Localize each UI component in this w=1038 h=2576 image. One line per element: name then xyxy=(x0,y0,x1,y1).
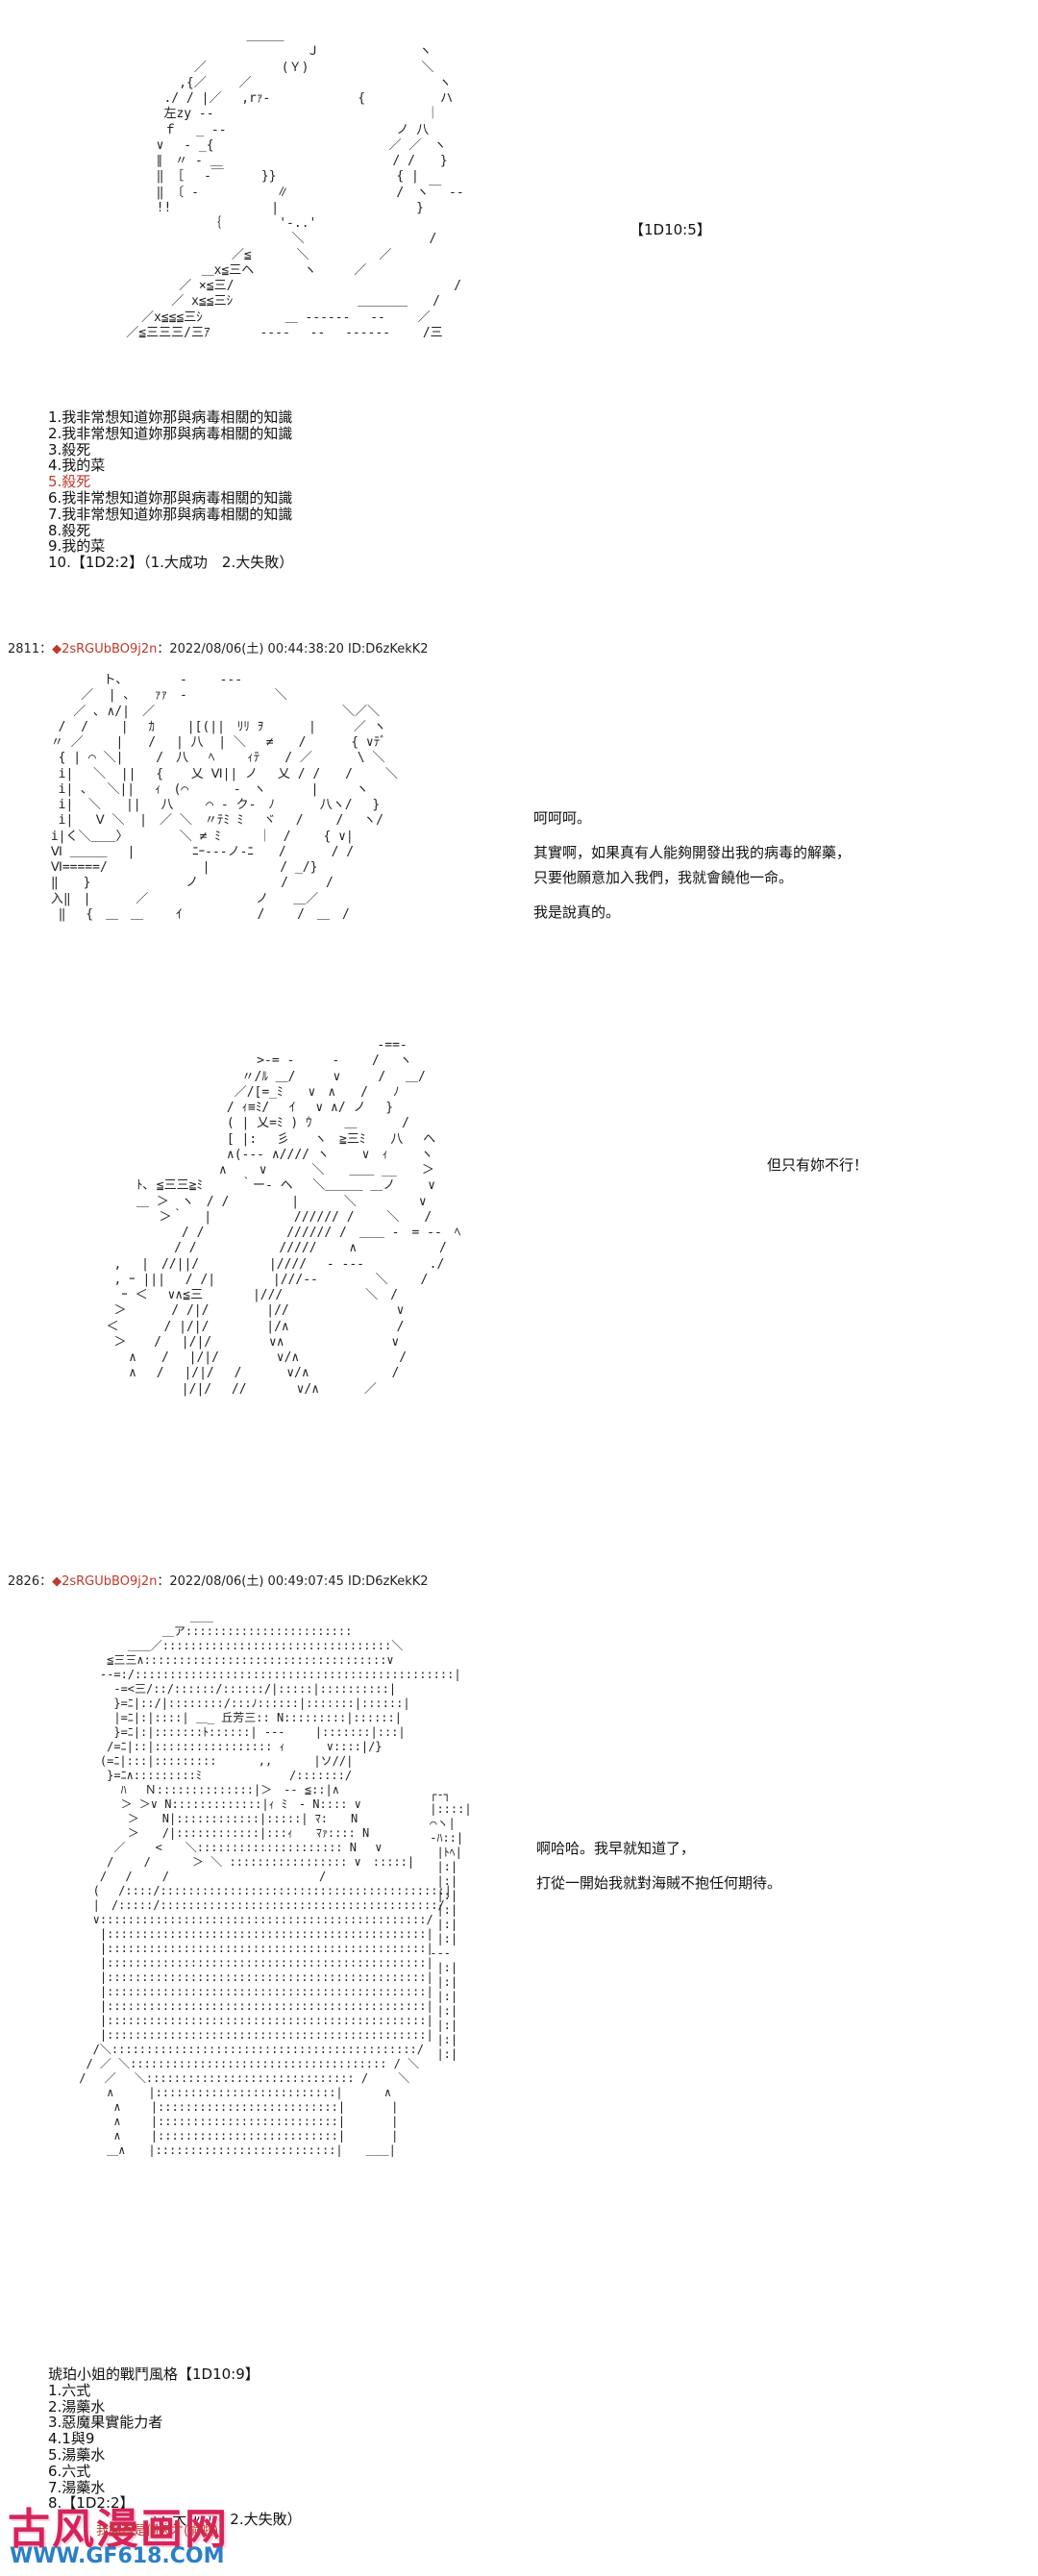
post-number: 2826 xyxy=(8,1574,40,1589)
list-item: 7.湯藥水 xyxy=(48,2478,106,2496)
red-overlay-text: 我簡直是個天才(偷啦) xyxy=(96,2524,219,2539)
ascii-art-figure-1: ＿＿＿ Ｊ ヽ ／ (Ｙ) ＼ ,{／ ／ ヽ ./ / |／ ,rｧ‐ { ハ… xyxy=(126,29,464,340)
ascii-art-figure-2: ト､ ‐ ‐‐‐ ／ | ､ ｧｧ ‐ ＼ ／ ､ ∧/| ／ ＼／＼ / / … xyxy=(50,673,398,922)
list-item: （1.大成功 2.大失敗） xyxy=(144,2511,302,2529)
post-number: 2811 xyxy=(8,642,40,656)
post-header-2826: 2826：◆2sRGUbBO9j2n：2022/08/06(土) 00:49:0… xyxy=(8,1574,429,1589)
dialog-line: 但只有妳不行！ xyxy=(767,1156,869,1174)
dialog-line: 啊哈哈。我早就知道了， xyxy=(536,1840,696,1857)
choice-list-1: 1.我非常想知道妳那與病毒相關的知識 2.我非常想知道妳那與病毒相關的知識 3.… xyxy=(48,409,293,571)
dialog-2811-shout: 但只有妳不行！ xyxy=(767,1152,868,1177)
watermark-logo: 古风漫画网 WWW.GF618.COM xyxy=(0,2494,231,2576)
post-header-2811: 2811：◆2sRGUbBO9j2n：2022/08/06(土) 00:44:3… xyxy=(8,642,429,656)
list-item: 4.我的菜 xyxy=(48,457,106,475)
dialog-line: 只要他願意加入我們，我就會饒他一命。 xyxy=(533,869,794,886)
post-meta: ：2022/08/06(土) 00:44:38:20 ID:D6zKekK2 xyxy=(157,642,429,656)
dice-result-1: 【1D10:5】 xyxy=(630,221,711,238)
list-item: 3.殺死 xyxy=(48,440,91,458)
list-item: 8.【1D2:2】 xyxy=(48,2494,135,2513)
dialog-line: 呵呵呵。 xyxy=(533,809,592,827)
dialog-line: 我是說真的。 xyxy=(533,904,621,921)
list-item: 5.湯藥水 xyxy=(48,2445,106,2464)
list-title: 琥珀小姐的戰鬥風格【1D10:9】 xyxy=(48,2365,260,2383)
watermark-title: 古风漫画网 xyxy=(8,2505,229,2554)
ascii-art-staff: ┌‐┐ |::::| ⌒ヽ| ‐ﾊ::| |ﾄﾍ| |:| |:| |:| |:… xyxy=(430,1788,472,2061)
ascii-art-figure-4: ＿＿ ＿ア:::::::::::::::::::::::: ＿＿／:::::::… xyxy=(79,1610,461,2157)
list-item: 6.我非常想知道妳那與病毒相關的知識 xyxy=(48,488,293,507)
list-item-highlighted: 5.殺死 xyxy=(48,473,91,491)
choice-list-2: 琥珀小姐的戰鬥風格【1D10:9】 1.六式 2.湯藥水 3.惡魔果實能力者 4… xyxy=(48,2366,302,2528)
list-item: 10.【1D2:2】（1.大成功 2.大失敗） xyxy=(48,554,294,572)
ascii-art-figure-3: ‐==- >‐= ‐ ‐ / ヽ 〃/ﾙ ＿/ ∨ / ＿/ ／/[=_ﾐ ∨ … xyxy=(106,1038,461,1397)
list-item: 2.湯藥水 xyxy=(48,2397,106,2415)
poster-name[interactable]: ◆2sRGUbBO9j2n xyxy=(52,642,158,656)
dialog-line: 打從一開始我就對海賊不抱任何期待。 xyxy=(536,1874,782,1892)
list-item: 4.1與9 xyxy=(48,2430,95,2448)
list-item: 9.我的菜 xyxy=(48,537,106,556)
list-item: 1.我非常想知道妳那與病毒相關的知識 xyxy=(48,409,293,426)
list-item: 3.惡魔果實能力者 xyxy=(48,2414,163,2432)
list-item: 7.我非常想知道妳那與病毒相關的知識 xyxy=(48,505,293,523)
list-item: 1.六式 xyxy=(48,2381,91,2399)
list-item: 6.六式 xyxy=(48,2462,91,2480)
post-meta: ：2022/08/06(土) 00:49:07:45 ID:D6zKekK2 xyxy=(157,1574,429,1589)
dialog-line: 其實啊，如果真有人能夠開發出我的病毒的解藥， xyxy=(533,844,852,861)
dialog-2826: 啊哈哈。我早就知道了， 打從一開始我就對海賊不抱任何期待。 xyxy=(536,1836,781,1895)
poster-name[interactable]: ◆2sRGUbBO9j2n xyxy=(52,1574,158,1589)
list-item: 2.我非常想知道妳那與病毒相關的知識 xyxy=(48,424,293,442)
watermark-url: WWW.GF618.COM xyxy=(10,2544,225,2568)
list-item: 8.殺死 xyxy=(48,521,91,539)
dialog-2811: 呵呵呵。 其實啊，如果真有人能夠開發出我的病毒的解藥， 只要他願意加入我們，我就… xyxy=(533,805,851,925)
